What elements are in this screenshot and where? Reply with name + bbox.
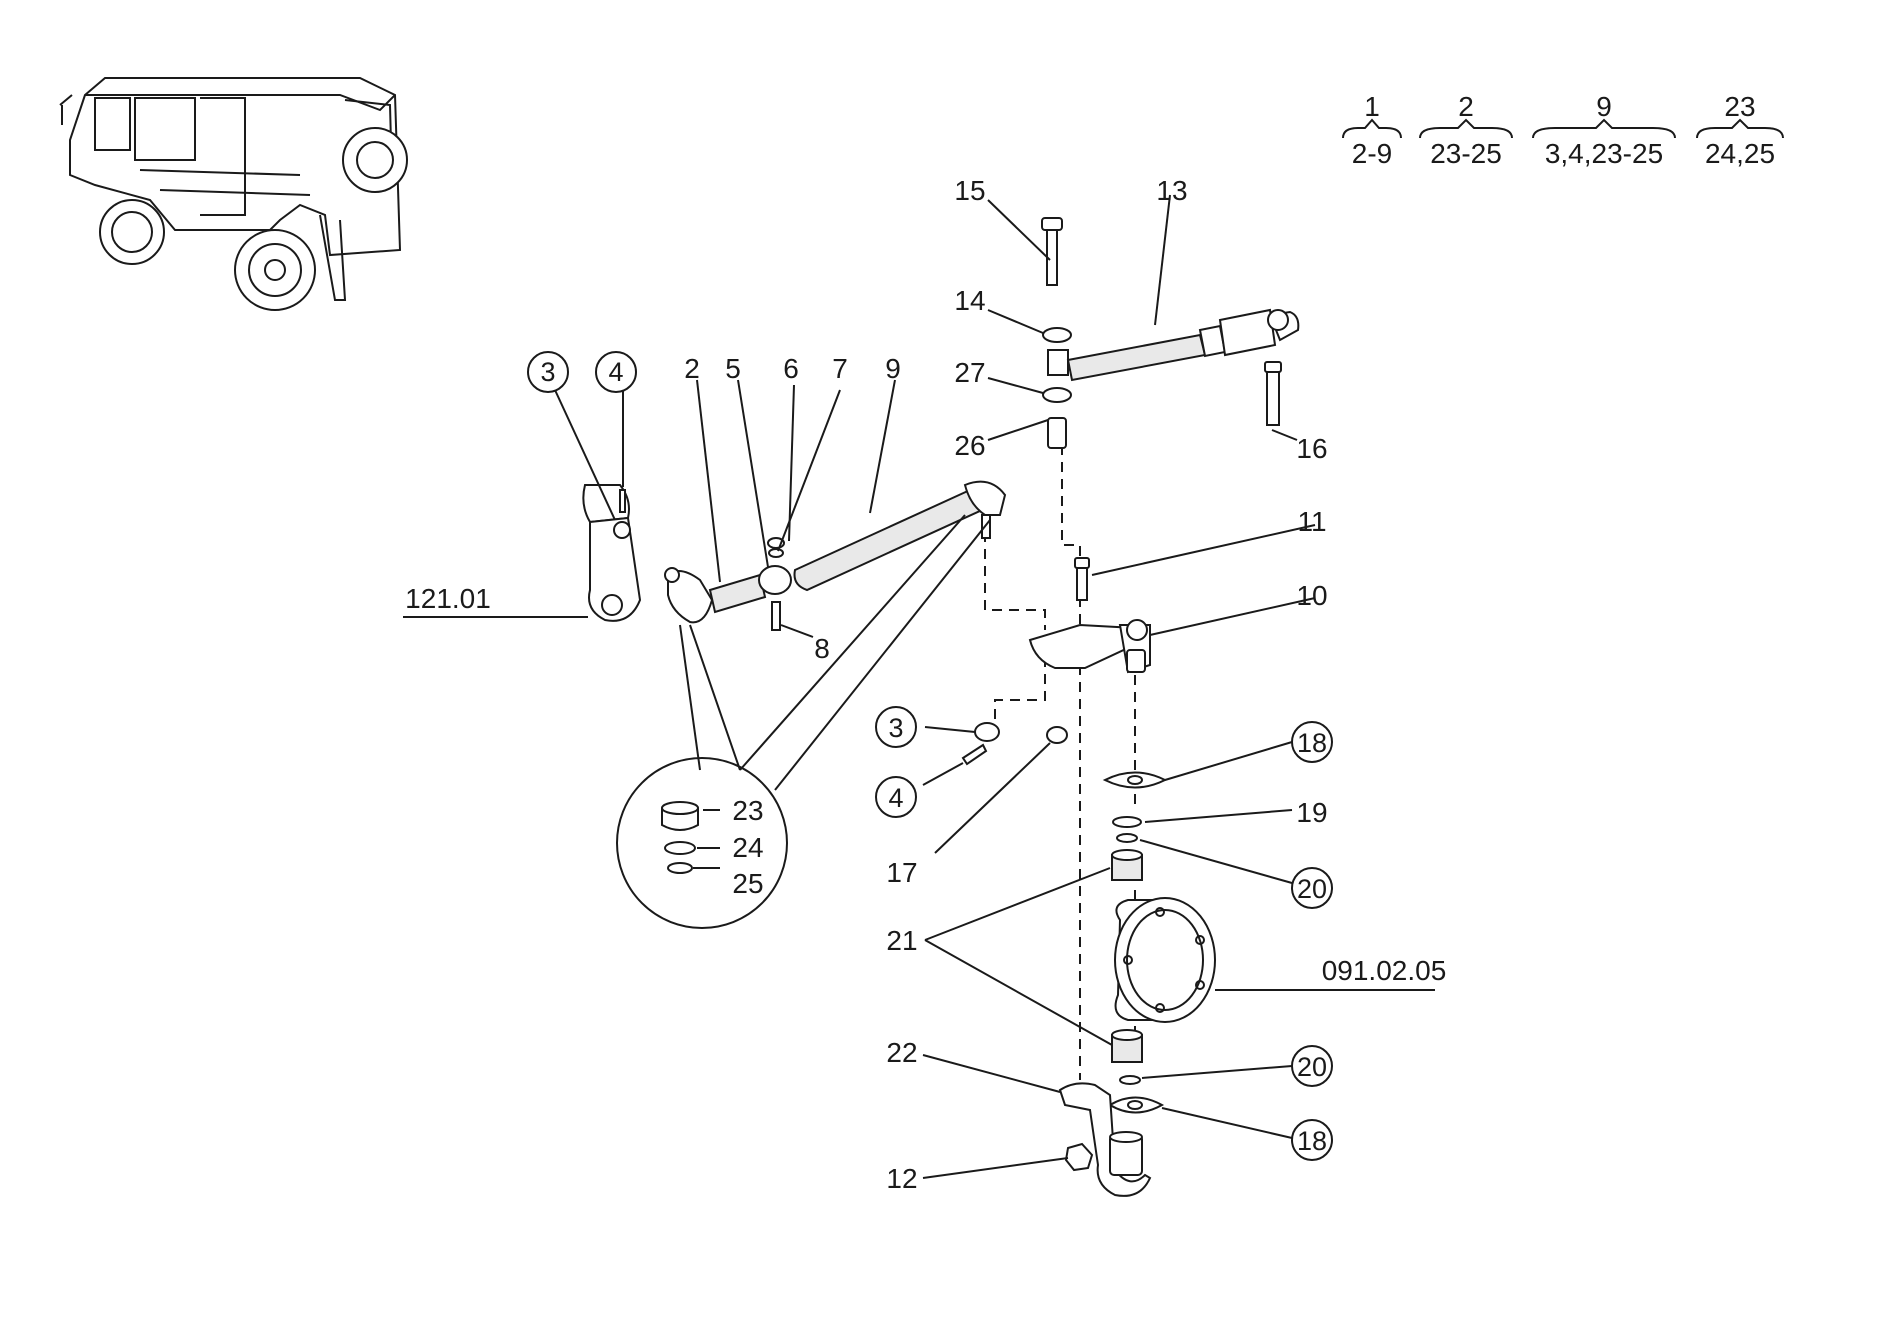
clamp-5 (758, 565, 792, 595)
vehicle-thumbnail (59, 77, 408, 311)
callout-11: 11 (1297, 506, 1326, 537)
callout-20-upper: 20 (1297, 874, 1327, 904)
o-ring-19 (1112, 816, 1142, 828)
callout-15: 15 (954, 175, 985, 206)
bushing-nut (1047, 349, 1069, 376)
callout-14: 14 (954, 285, 985, 316)
nut-3 (613, 521, 631, 539)
washer-7 (768, 548, 784, 558)
callout-8: 8 (814, 633, 830, 664)
callout-21: 21 (886, 925, 917, 956)
legend-entry-9: 9 3,4,23-25 (1532, 91, 1676, 169)
callout-labels: 15 13 14 27 26 16 3 4 2 5 6 7 9 11 10 8 … (405, 175, 1446, 1194)
bolt-16-shank (1266, 371, 1280, 426)
legend-top: 9 (1596, 91, 1612, 122)
legend-top: 2 (1458, 91, 1474, 122)
legend-bottom: 24,25 (1705, 138, 1775, 169)
bolt-8 (771, 601, 781, 631)
thrust-washer-18-upper (1102, 771, 1168, 789)
legend-bottom: 23-25 (1430, 138, 1502, 169)
legend-top: 1 (1364, 91, 1380, 122)
bolt-11-head (1074, 557, 1090, 569)
tie-rod-assembly (582, 480, 1007, 631)
callout-7: 7 (832, 353, 848, 384)
rod-eye (1267, 309, 1289, 331)
shim-20-upper (1116, 833, 1138, 843)
callout-9: 9 (885, 353, 901, 384)
leader-lines (403, 194, 1435, 1179)
threaded-sleeve-2 (708, 573, 767, 614)
callout-24: 24 (732, 832, 763, 863)
seal-24 (664, 841, 696, 855)
assembly-guide-lines (984, 445, 1136, 1080)
legend-bottom: 2-9 (1352, 138, 1392, 169)
callout-3-mid: 3 (888, 713, 903, 743)
circle-4-mid (875, 776, 917, 818)
callout-22: 22 (886, 1037, 917, 1068)
callout-20-lower: 20 (1297, 1052, 1327, 1082)
legend-top: 23 (1724, 91, 1755, 122)
callout-25: 25 (732, 868, 763, 899)
circle-20-upper (1291, 867, 1333, 909)
nut-12 (1064, 1142, 1094, 1172)
circle-18-lower (1291, 1119, 1333, 1161)
callout-12: 12 (886, 1163, 917, 1194)
hub-housing (1114, 897, 1216, 1023)
callout-4-top: 4 (608, 357, 623, 387)
callout-13: 13 (1156, 175, 1187, 206)
callout-3-top: 3 (540, 357, 555, 387)
idler-arm-121 (588, 516, 642, 622)
callout-5: 5 (725, 353, 741, 384)
tie-rod-end-9 (963, 480, 1007, 516)
reference-091-02-05: 091.02.05 (1322, 955, 1447, 986)
tie-rod-9 (793, 488, 984, 592)
callout-2: 2 (684, 353, 700, 384)
steering-arm-assembly (1028, 557, 1151, 674)
pin-4 (619, 489, 626, 513)
callout-19: 19 (1296, 797, 1327, 828)
callout-18-lower: 18 (1297, 1126, 1327, 1156)
cap-17 (1046, 726, 1068, 744)
legend-entry-2: 2 23-25 (1419, 91, 1513, 169)
callout-17: 17 (886, 857, 917, 888)
rod-13-body (1066, 333, 1207, 382)
callout-16: 16 (1296, 433, 1327, 464)
ring-25 (667, 862, 693, 874)
upper-steering-rod-assembly (1041, 217, 1300, 449)
legend-bottom: 3,4,23-25 (1545, 138, 1663, 169)
ball-joint-2 (667, 570, 714, 624)
bolt-16-head (1264, 361, 1282, 373)
callout-circles (527, 351, 1333, 1161)
lower-arm-22 (1058, 1082, 1152, 1197)
callout-10: 10 (1296, 580, 1327, 611)
circle-4-top (595, 351, 637, 393)
legend-entry-23: 23 24,25 (1696, 91, 1784, 169)
circle-3-mid (875, 706, 917, 748)
circle-18-upper (1291, 721, 1333, 763)
bolt-11-shank (1076, 567, 1088, 601)
thrust-washer-18-lower (1108, 1096, 1165, 1114)
small-fastener-parts (961, 722, 1068, 766)
lower-steering-arm (1058, 1082, 1152, 1197)
callout-27: 27 (954, 357, 985, 388)
spacer-26 (1047, 417, 1067, 449)
callout-6: 6 (783, 353, 799, 384)
callout-23: 23 (732, 795, 763, 826)
callout-26: 26 (954, 430, 985, 461)
cotter-pin-4 (961, 743, 988, 766)
callout-18-upper: 18 (1297, 728, 1327, 758)
callout-4-mid: 4 (888, 783, 903, 813)
detail-magnifier (616, 514, 991, 929)
bolt-15 (1046, 224, 1058, 286)
circle-20-lower (1291, 1045, 1333, 1087)
washer-14 (1042, 327, 1072, 343)
legend-entry-1: 1 2-9 (1342, 91, 1402, 169)
washer-27 (1042, 387, 1072, 403)
castle-nut-3 (974, 722, 1000, 742)
shim-20-lower (1119, 1075, 1141, 1085)
circle-3-top (527, 351, 569, 393)
part-group-legend: 1 2-9 2 23-25 9 3,4,23-25 23 24,25 (1342, 91, 1784, 169)
reference-121-01: 121.01 (405, 583, 491, 614)
